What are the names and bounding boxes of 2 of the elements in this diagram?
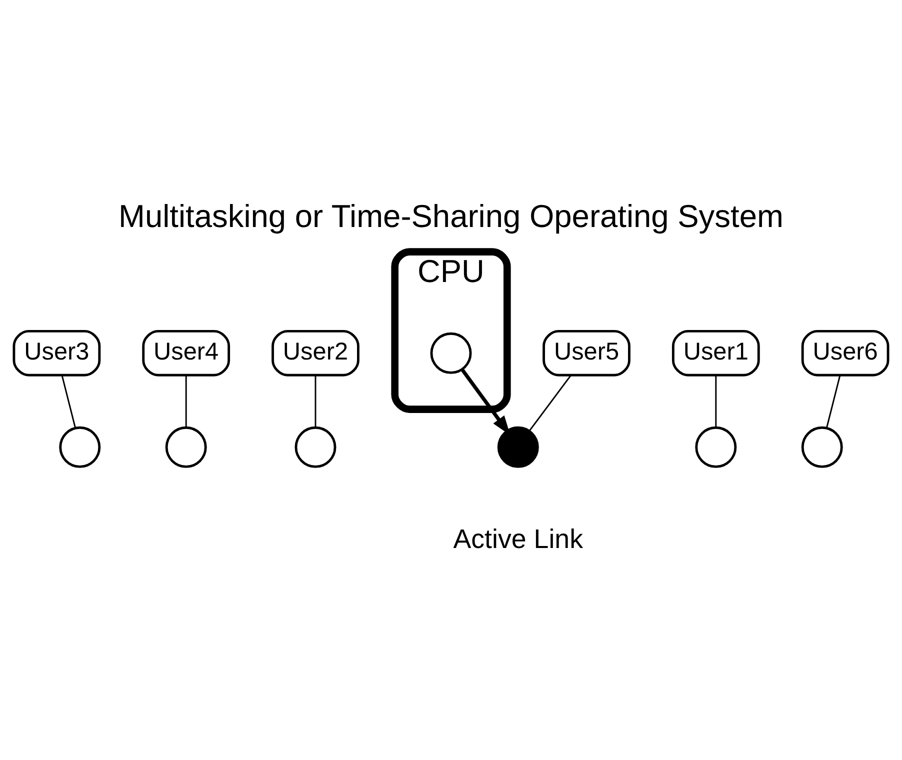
label: Active Link [453, 524, 584, 554]
diagram-title: Multitasking or Time-Sharing Operating System [118, 198, 784, 234]
